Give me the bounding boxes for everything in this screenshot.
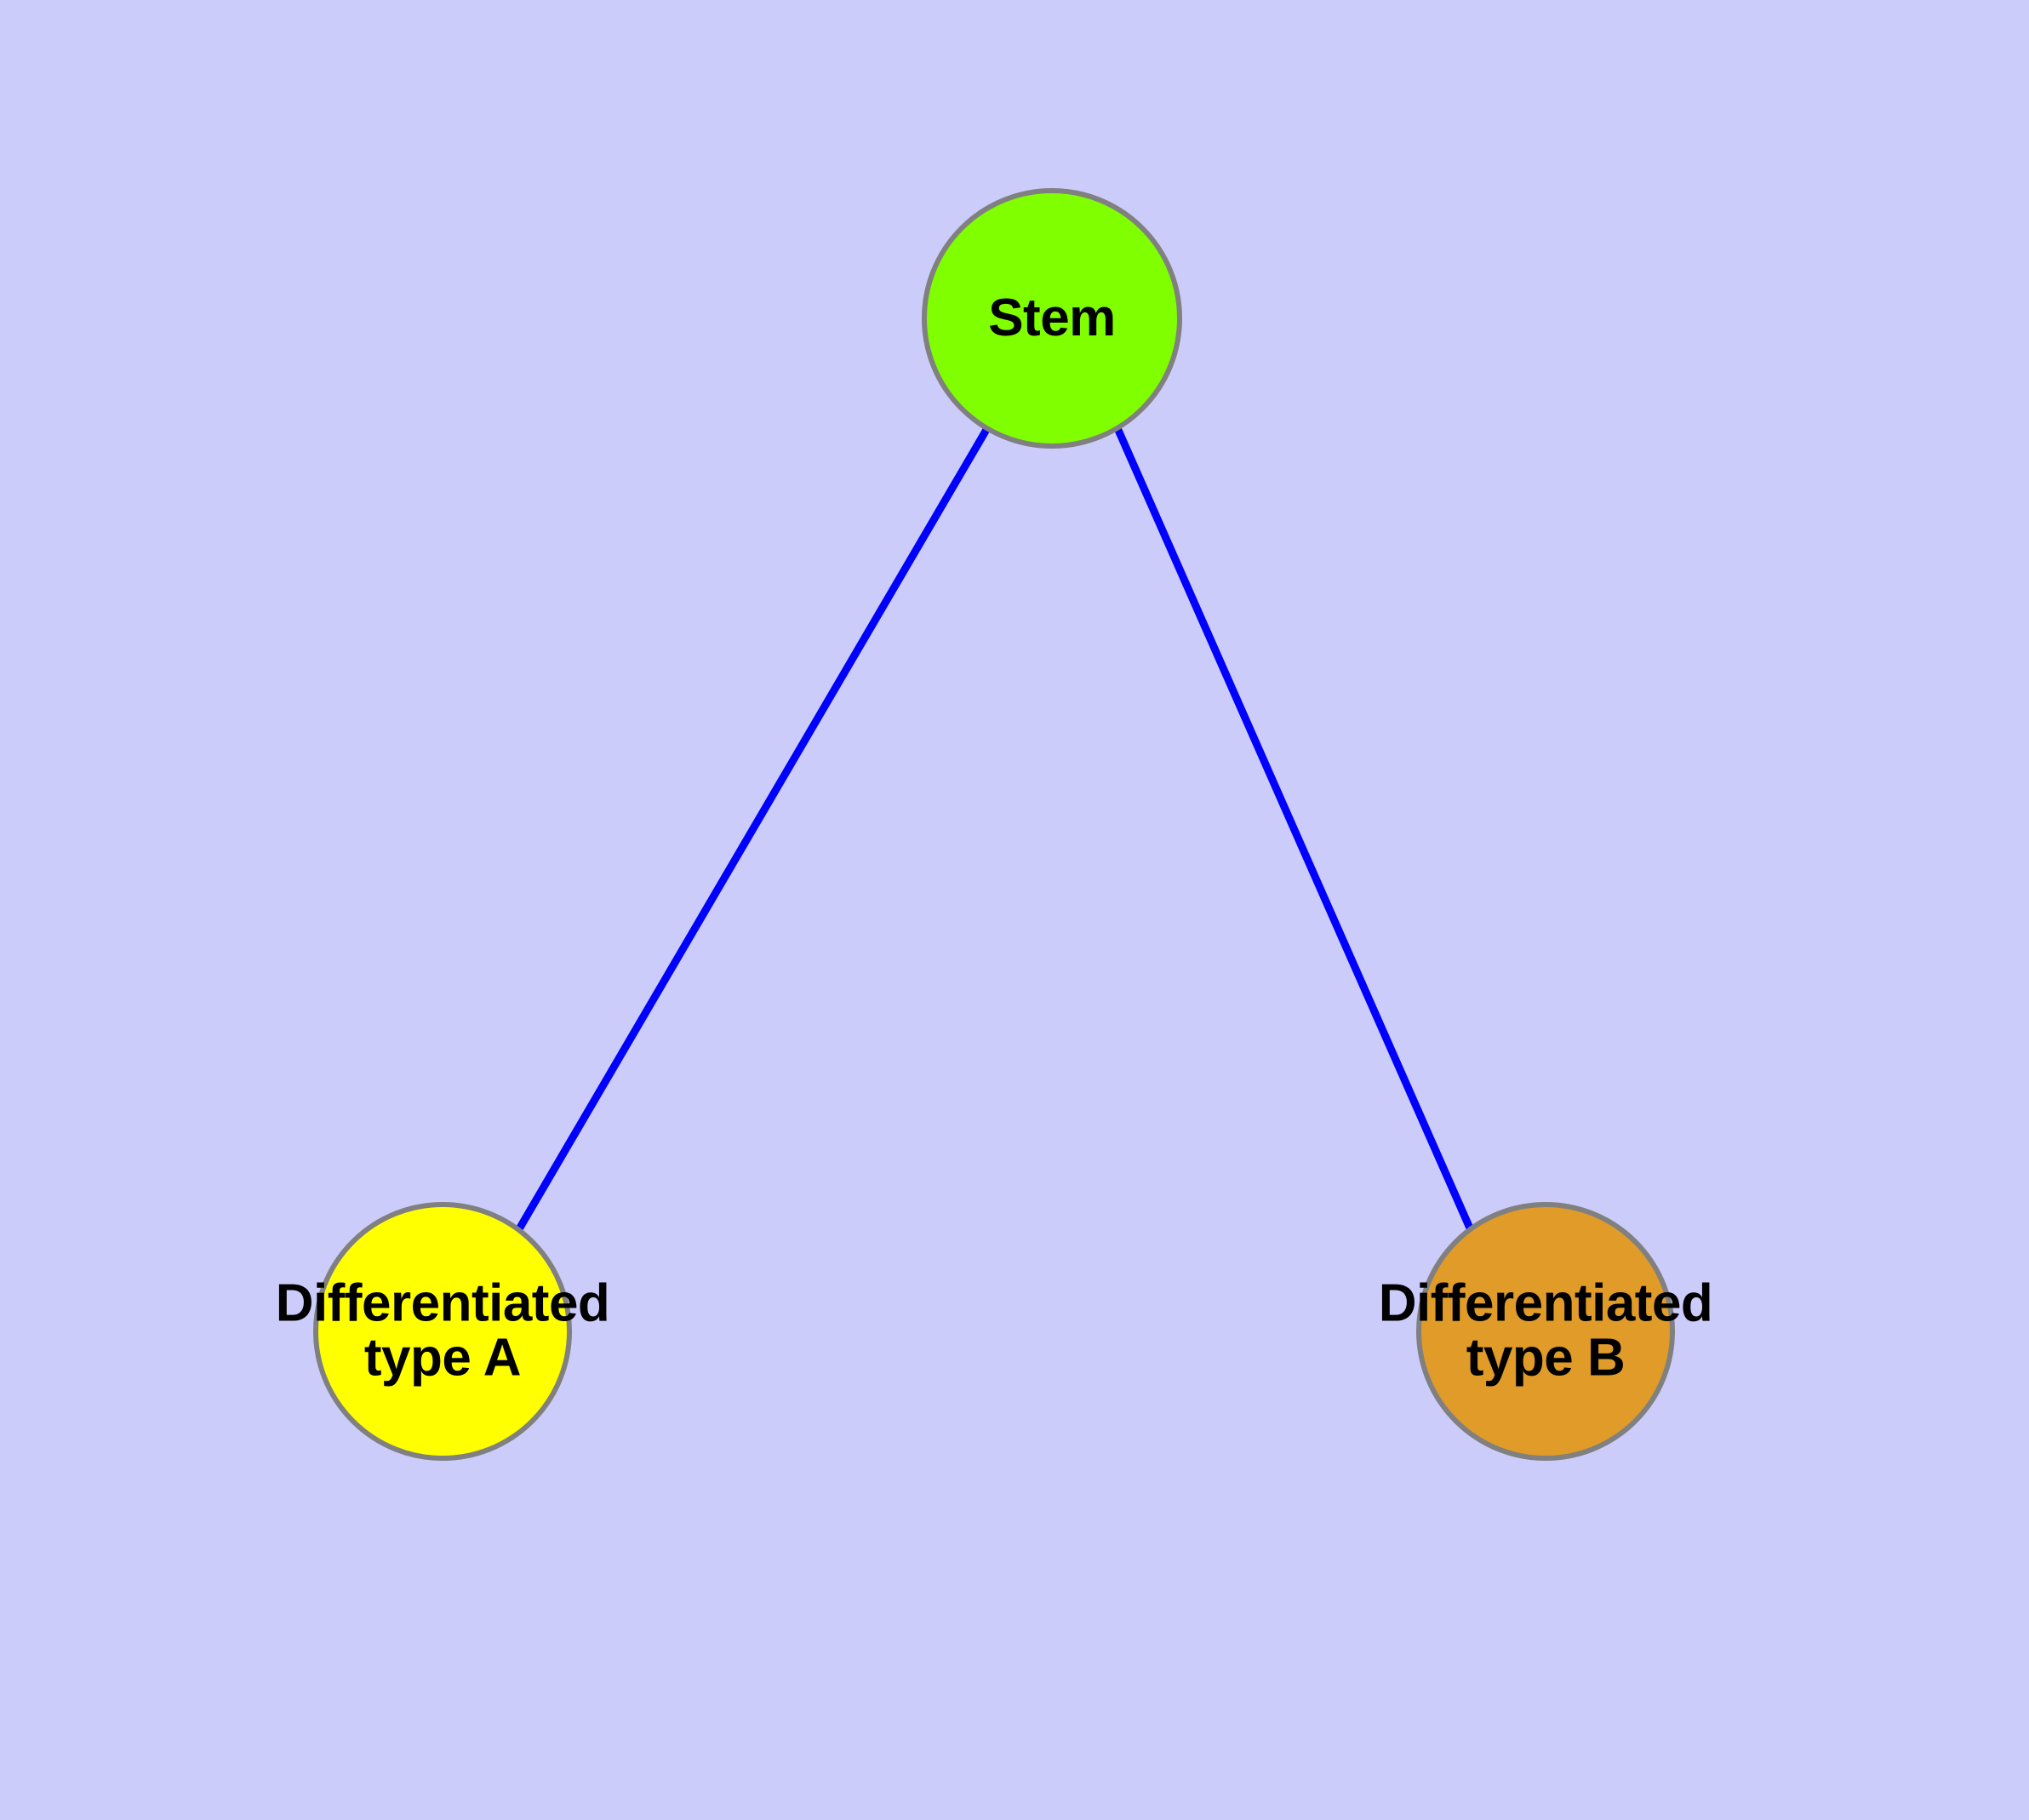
edge-layer (511, 426, 1478, 1240)
node-layer (313, 188, 1675, 1461)
node-stem[interactable] (922, 188, 1182, 449)
node-diff-a[interactable] (313, 1202, 572, 1461)
node-diff-b[interactable] (1416, 1202, 1675, 1461)
edge-stem-to-diff-a[interactable] (511, 426, 991, 1240)
edge-stem-to-diff-b[interactable] (1113, 426, 1478, 1239)
